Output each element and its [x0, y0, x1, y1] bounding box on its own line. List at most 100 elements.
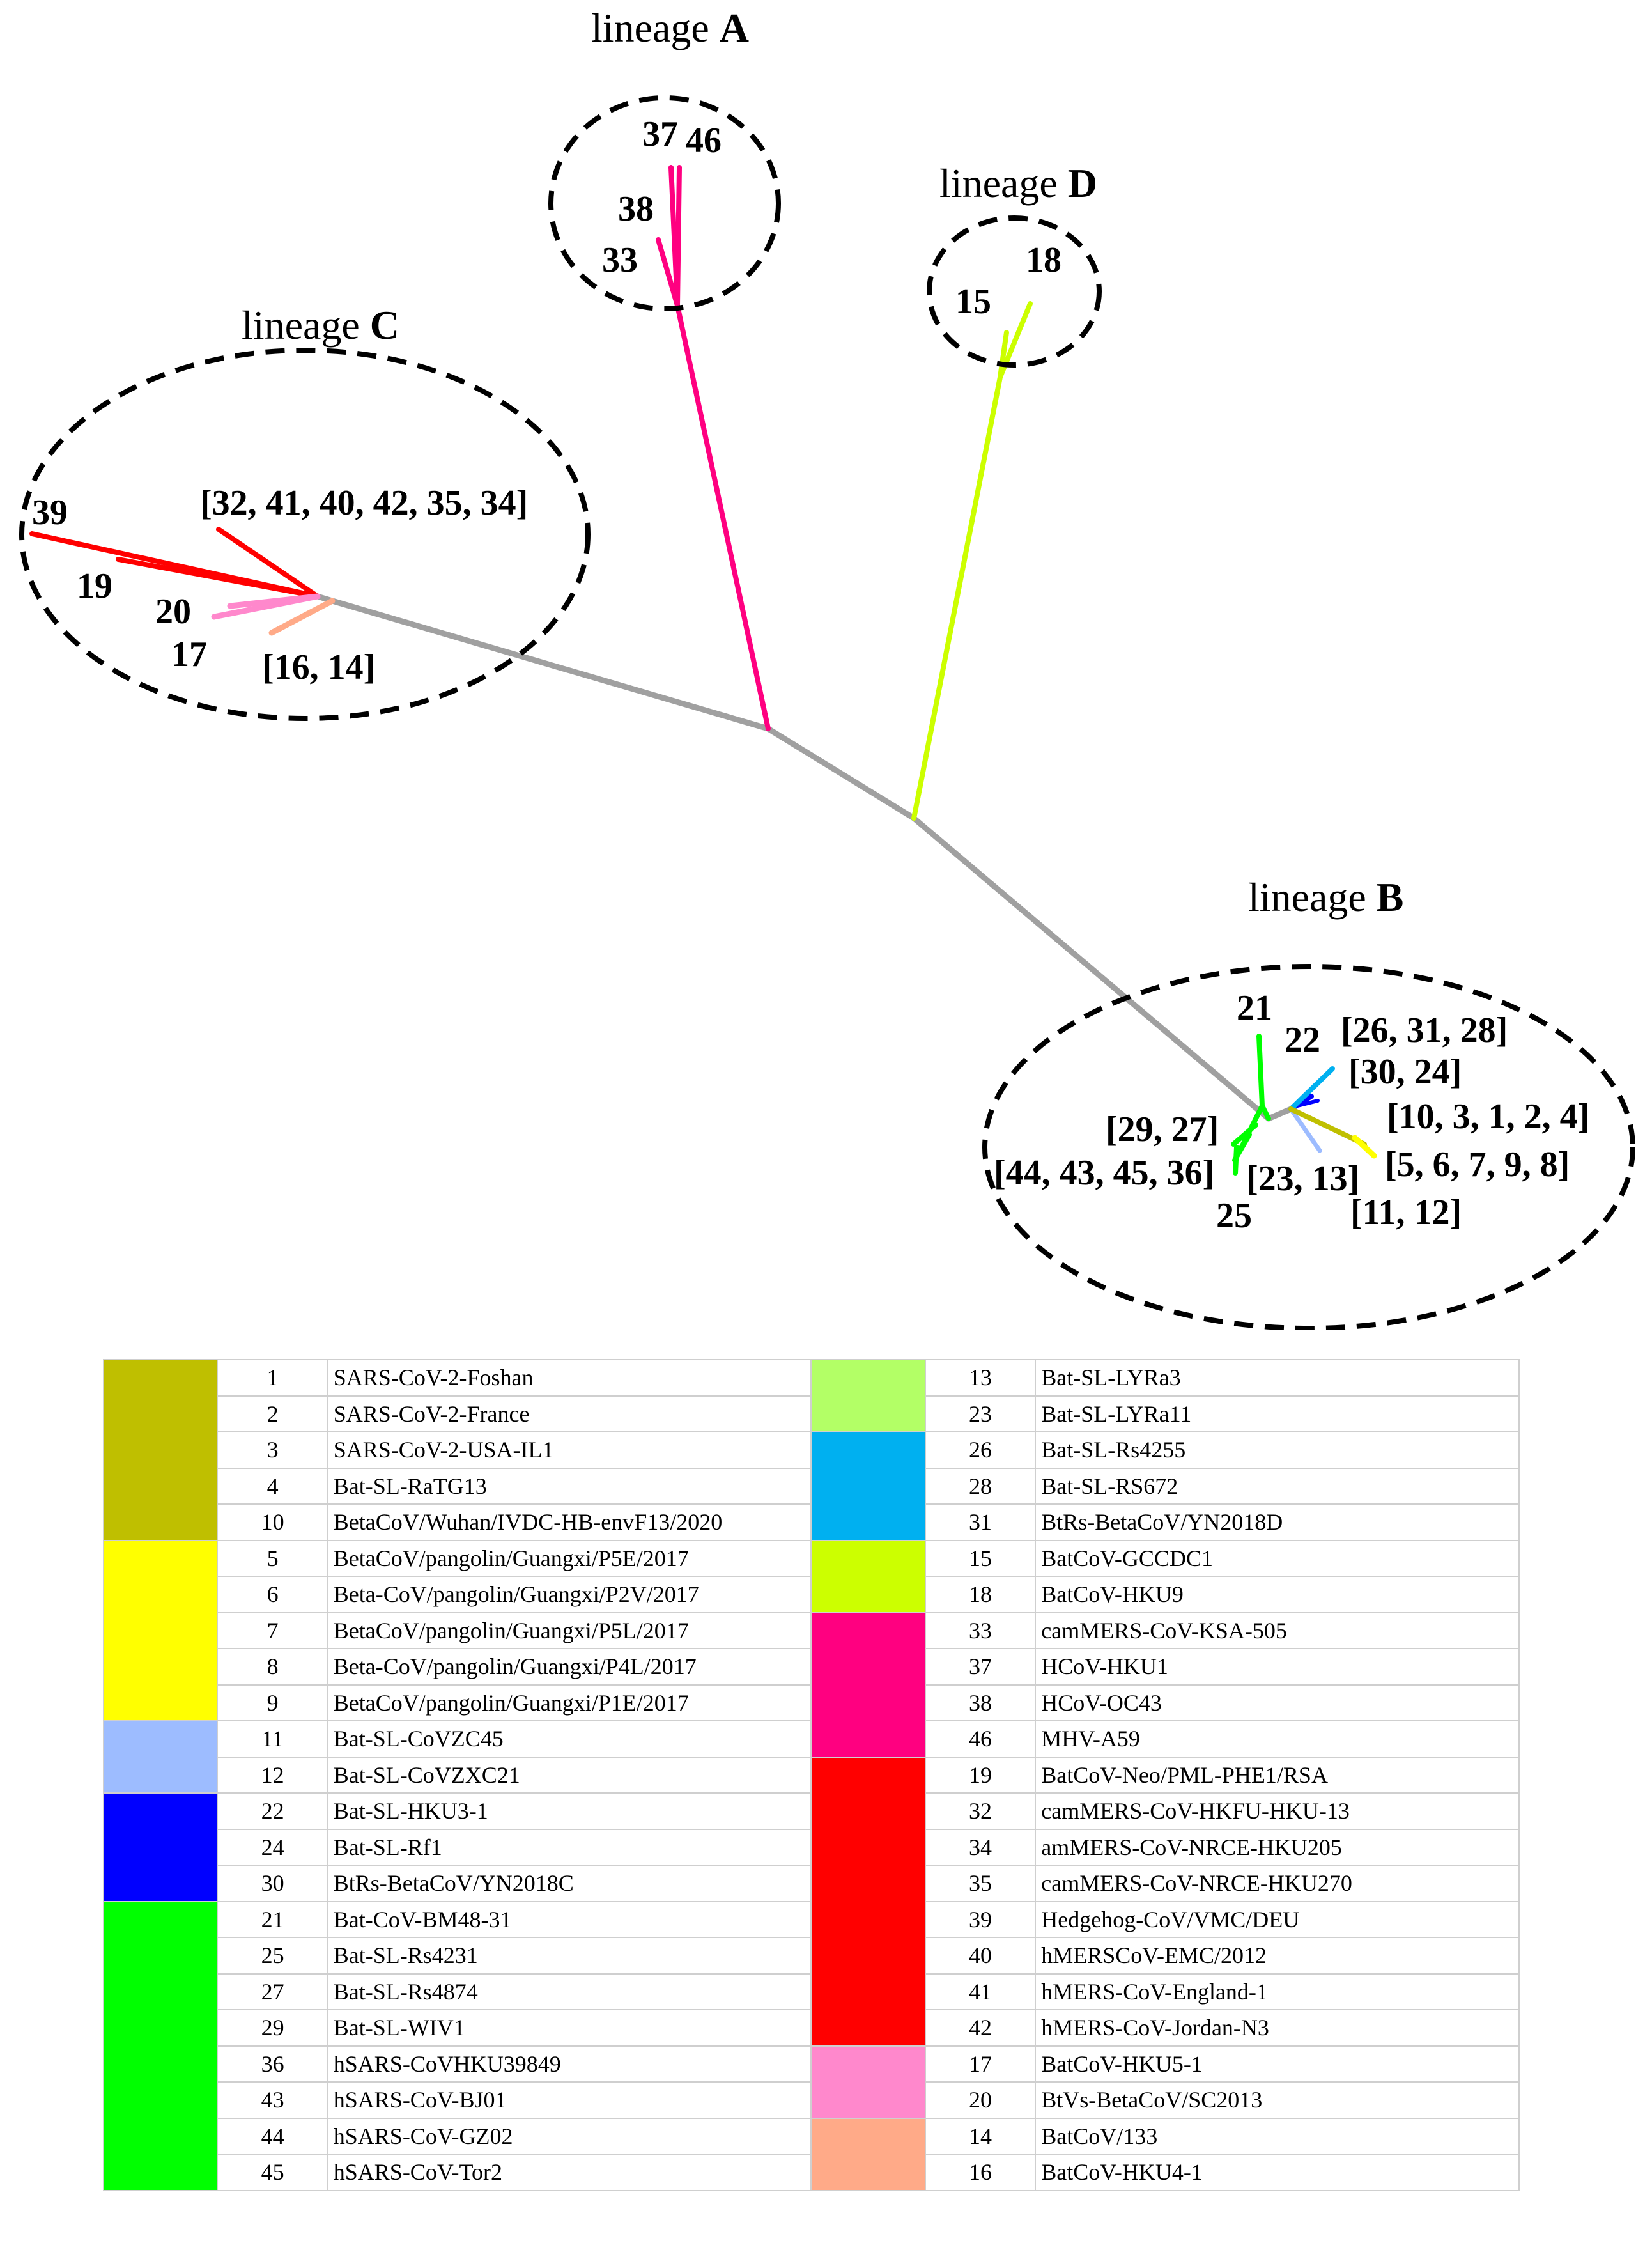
- tip-label: 15: [955, 282, 991, 322]
- strain-name: BtRs-BetaCoV/YN2018C: [327, 1865, 812, 1902]
- strain-number: 29: [217, 2009, 328, 2047]
- strain-name: amMERS-CoV-NRCE-HKU205: [1035, 1828, 1520, 1866]
- strain-number: 43: [217, 2081, 328, 2119]
- strain-name: Bat-SL-Rs4255: [1035, 1431, 1520, 1469]
- strain-number: 36: [217, 2045, 328, 2083]
- color-swatch: [102, 1792, 219, 1902]
- strain-name: Bat-SL-RS672: [1035, 1467, 1520, 1505]
- tree-backbone: [329, 598, 1294, 1122]
- strain-number: 33: [924, 1611, 1037, 1649]
- tip-label: [5, 6, 7, 9, 8]: [1385, 1145, 1570, 1184]
- strain-number: 32: [924, 1792, 1037, 1830]
- strain-name: BatCoV-HKU5-1: [1035, 2045, 1520, 2083]
- strain-name: Beta-CoV/pangolin/Guangxi/P4L/2017: [327, 1648, 812, 1686]
- tip-label: [23, 13]: [1246, 1159, 1359, 1199]
- strain-name: SARS-CoV-2-USA-IL1: [327, 1431, 812, 1469]
- strain-name: hSARS-CoV-Tor2: [327, 2154, 812, 2191]
- strain-number: 34: [924, 1828, 1037, 1866]
- color-swatch: [810, 2045, 926, 2119]
- color-swatch: [810, 2117, 926, 2191]
- tip-label: [44, 43, 45, 36]: [994, 1153, 1214, 1193]
- tip-label: [11, 12]: [1350, 1193, 1462, 1232]
- strain-number: 27: [217, 1973, 328, 2010]
- strain-name: BatCoV-GCCDC1: [1035, 1539, 1520, 1577]
- strain-number: 41: [924, 1973, 1037, 2010]
- strain-number: 6: [217, 1576, 328, 1613]
- strain-number: 28: [924, 1467, 1037, 1505]
- strain-number: 40: [924, 1937, 1037, 1975]
- tip-label: 18: [1026, 240, 1061, 280]
- strain-name: Bat-CoV-BM48-31: [327, 1900, 812, 1938]
- tip-label: [32, 41, 40, 42, 35, 34]: [200, 483, 528, 523]
- lineage-c-title: lineage C: [242, 302, 399, 348]
- strain-name: camMERS-CoV-HKFU-HKU-13: [1035, 1792, 1520, 1830]
- strain-name: Bat-SL-CoVZXC21: [327, 1756, 812, 1794]
- strain-name: Bat-SL-Rs4874: [327, 1973, 812, 2010]
- tip-label: 17: [171, 635, 207, 674]
- lineage-c-branches: [29, 527, 336, 636]
- strain-name: Hedgehog-CoV/VMC/DEU: [1035, 1900, 1520, 1938]
- tip-label: 25: [1216, 1196, 1252, 1236]
- strain-number: 3: [217, 1431, 328, 1469]
- strain-name: Bat-SL-HKU3-1: [327, 1792, 812, 1830]
- strain-name: camMERS-CoV-NRCE-HKU270: [1035, 1865, 1520, 1902]
- strain-name: BetaCoV/pangolin/Guangxi/P5E/2017: [327, 1539, 812, 1577]
- tip-label: 19: [77, 566, 112, 606]
- tip-label: 22: [1285, 1020, 1320, 1060]
- strain-name: BatCoV-HKU4-1: [1035, 2154, 1520, 2191]
- strain-number: 16: [924, 2154, 1037, 2191]
- lineage-d-ellipse: [927, 215, 1102, 368]
- strain-number: 30: [217, 1865, 328, 1902]
- strain-name: hMERS-CoV-England-1: [1035, 1973, 1520, 2010]
- lineage-b-branches: [1231, 1034, 1377, 1176]
- strain-number: 1: [217, 1359, 328, 1397]
- lineage-a-ellipse: [548, 95, 781, 311]
- lineage-b-ellipse: [982, 964, 1635, 1330]
- strain-number: 42: [924, 2009, 1037, 2047]
- lineage-a-branches: [656, 165, 771, 731]
- strain-name: BatCoV-HKU9: [1035, 1576, 1520, 1613]
- strain-name: Bat-SL-RaTG13: [327, 1467, 812, 1505]
- strain-number: 19: [924, 1756, 1037, 1794]
- strain-name: HCoV-OC43: [1035, 1684, 1520, 1721]
- strain-number: 37: [924, 1648, 1037, 1686]
- strain-name: MHV-A59: [1035, 1720, 1520, 1758]
- strain-name: Bat-SL-CoVZC45: [327, 1720, 812, 1758]
- strain-name: hSARS-CoV-BJ01: [327, 2081, 812, 2119]
- strain-number: 14: [924, 2117, 1037, 2155]
- strain-number: 15: [924, 1539, 1037, 1577]
- strain-number: 39: [924, 1900, 1037, 1938]
- strain-number: 9: [217, 1684, 328, 1721]
- color-swatch: [810, 1756, 926, 2047]
- tip-label: 37: [642, 114, 678, 154]
- tip-label: [30, 24]: [1348, 1052, 1462, 1092]
- tip-label: 39: [32, 493, 68, 532]
- strain-number: 8: [217, 1648, 328, 1686]
- color-swatch: [810, 1611, 926, 1758]
- strain-number: 24: [217, 1828, 328, 1866]
- color-swatch: [810, 1539, 926, 1613]
- color-swatch: [810, 1359, 926, 1432]
- lineage-d-title: lineage D: [939, 160, 1097, 206]
- strain-number: 18: [924, 1576, 1037, 1613]
- strain-number: 45: [217, 2154, 328, 2191]
- strain-number: 17: [924, 2045, 1037, 2083]
- strain-name: BetaCoV/pangolin/Guangxi/P5L/2017: [327, 1611, 812, 1649]
- tip-label: [16, 14]: [262, 648, 375, 687]
- lineage-c-ellipse: [19, 348, 591, 721]
- strain-number: 25: [217, 1937, 328, 1975]
